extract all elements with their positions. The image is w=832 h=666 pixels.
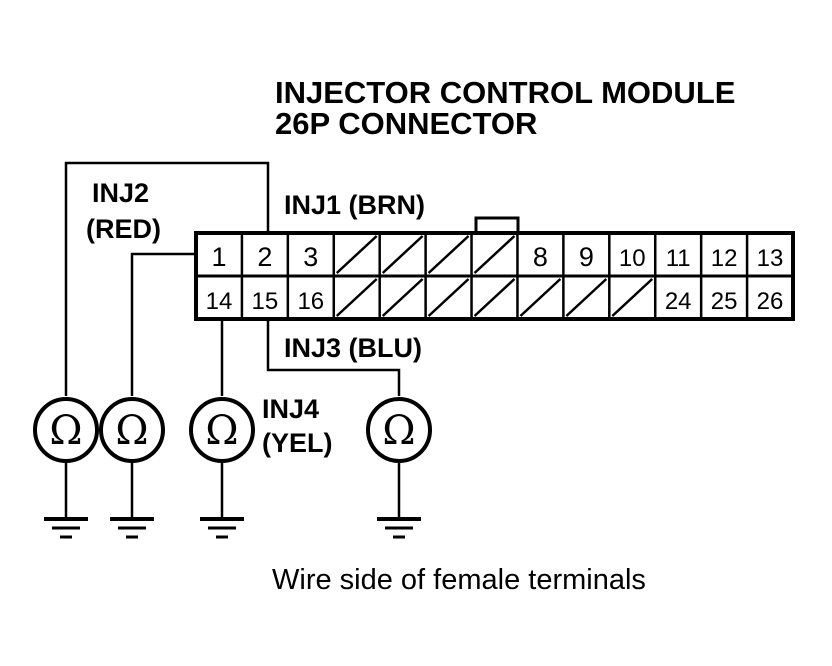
ohm-icon: Ω [115,408,148,454]
pin-number-3: 3 [303,242,318,272]
blank-cavity-slash [473,235,516,274]
pin-number-13: 13 [757,245,784,272]
pin-number-11: 11 [666,245,691,272]
blank-cavity-slash [381,235,424,274]
ground-icon [110,517,154,539]
wire-inj3 [266,319,401,396]
pin-number-2: 2 [257,242,272,272]
wire-inj1 [64,161,270,396]
pin-number-24: 24 [665,288,692,315]
ground-icon [200,517,244,539]
caption: Wire side of female terminals [272,564,646,596]
ohmmeter-4: Ω [366,397,432,463]
title-line1: INJECTOR CONTROL MODULE [275,75,735,110]
blank-cavity-slash [565,278,608,317]
blank-cavity-slash [335,235,378,274]
blank-cavity-slash [427,278,470,317]
inj4-label-line1: INJ4 [262,394,319,424]
ohmmeter-3: Ω [189,397,255,463]
pin-number-16: 16 [297,288,324,315]
pin-number-10: 10 [619,245,646,272]
ohm-icon: Ω [49,408,82,454]
blank-cavity-slash [611,278,654,317]
title-line2: 26P CONNECTOR [275,106,537,141]
blank-cavity-slash [381,278,424,317]
ground-leads [64,461,401,518]
ohmmeter-2: Ω [99,397,165,463]
inj2-label-line1: INJ2 [92,178,149,208]
connector-lock-tab [474,216,520,235]
wires [64,161,401,396]
ground-icon [44,517,88,539]
pin-number-14: 14 [206,288,233,315]
inj3-label: INJ3 (BLU) [284,333,422,363]
pin-number-25: 25 [711,288,738,315]
blank-cavity-slash [519,278,562,317]
ohm-icon: Ω [382,408,415,454]
pin-number-9: 9 [579,242,594,272]
pin-number-15: 15 [252,288,279,315]
pin-number-8: 8 [533,242,548,272]
pin-number-1: 1 [211,242,226,272]
pin-number-12: 12 [711,245,738,272]
inj4-label-line2: (YEL) [262,428,333,458]
inj1-label: INJ1 (BRN) [284,190,425,220]
blank-cavity-slash [427,235,470,274]
ohm-icon: Ω [205,408,238,454]
connector-26p [194,216,795,321]
blank-cavity-slash [335,278,378,317]
ground-icon [377,517,421,539]
pin-dividers [240,233,749,319]
inj2-label-line2: (RED) [86,214,161,244]
pin-number-26: 26 [757,288,784,315]
blank-cavity-slashes [335,235,654,317]
blank-cavity-slash [473,278,516,317]
wire-inj2 [130,252,196,396]
ohmmeter-1: Ω [33,397,99,463]
